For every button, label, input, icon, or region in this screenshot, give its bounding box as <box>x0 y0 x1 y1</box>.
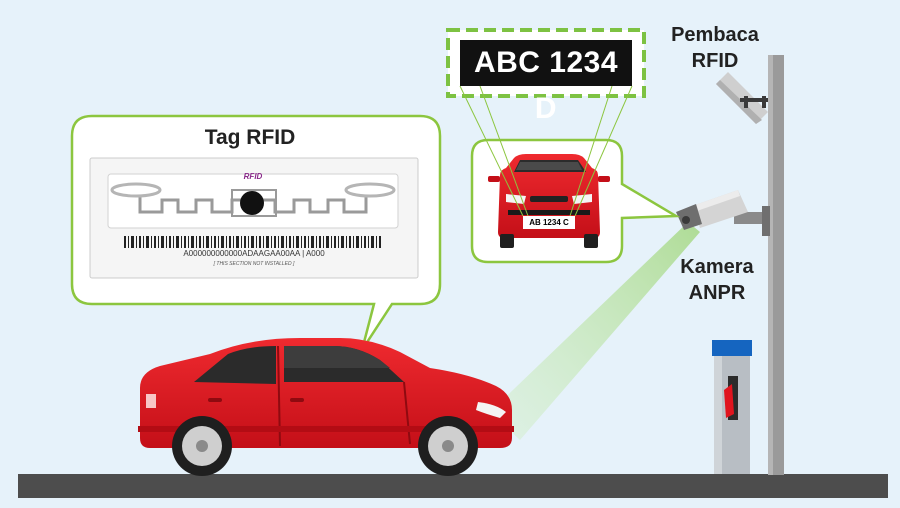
camera-beam <box>490 222 700 440</box>
kiosk <box>712 340 752 474</box>
tag-barcode <box>124 236 381 248</box>
license-plate-large: ABC 1234 D <box>460 40 632 125</box>
rfid-chip <box>240 191 264 215</box>
rfid-logo-text: RFID <box>243 172 263 181</box>
pole <box>768 55 784 475</box>
side-car <box>138 338 514 476</box>
anpr-camera <box>676 190 770 236</box>
tag-rfid-title: Tag RFID <box>204 126 296 149</box>
ground <box>18 474 888 498</box>
antenna-right-coil <box>344 182 396 198</box>
antenna-left-coil <box>110 182 162 198</box>
anpr-camera-label: Kamera ANPR <box>680 256 754 304</box>
front-car <box>488 154 610 248</box>
rfid-reader-panel <box>716 72 768 124</box>
tag-note-text: [ THIS SECTION NOT INSTALLED ] <box>213 261 295 267</box>
tag-callout <box>70 114 442 351</box>
rfid-reader-label: Pembaca RFID <box>671 24 759 72</box>
license-plate-small: AB 1234 C <box>523 216 575 229</box>
front-car-callout <box>470 138 681 264</box>
tag-code-text: A000000000000ADAAGAA00AA | A000 <box>183 249 325 258</box>
plate-projection-lines <box>459 85 633 217</box>
